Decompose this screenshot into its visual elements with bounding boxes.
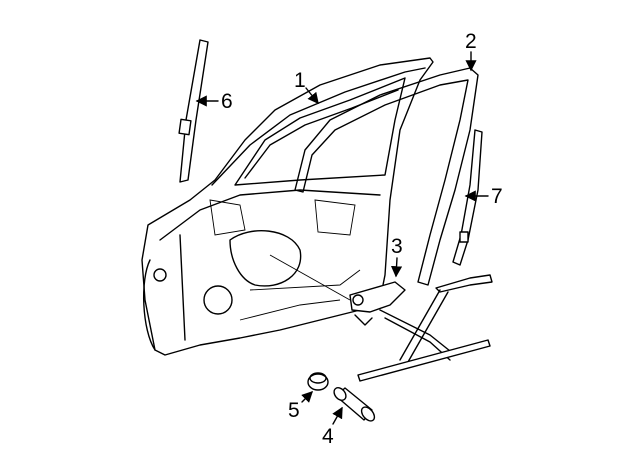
run-channel	[294, 67, 479, 286]
leader-3	[390, 257, 403, 278]
rear-guide	[452, 129, 483, 266]
leader-5	[301, 391, 313, 403]
door-shell	[141, 57, 434, 356]
callout-6: 6	[221, 90, 233, 113]
regulator-motor	[333, 387, 376, 422]
leader-1	[305, 87, 319, 105]
front-guide	[178, 39, 209, 183]
callout-2: 2	[465, 30, 477, 53]
callout-4: 4	[322, 425, 334, 448]
leader-4	[332, 406, 343, 425]
window-regulator	[349, 274, 493, 382]
callout-5: 5	[288, 399, 300, 422]
callout-7: 7	[491, 185, 503, 208]
grommet	[307, 372, 329, 391]
callout-leaders	[195, 51, 489, 425]
callout-1: 1	[294, 69, 306, 92]
callout-3: 3	[391, 235, 403, 258]
